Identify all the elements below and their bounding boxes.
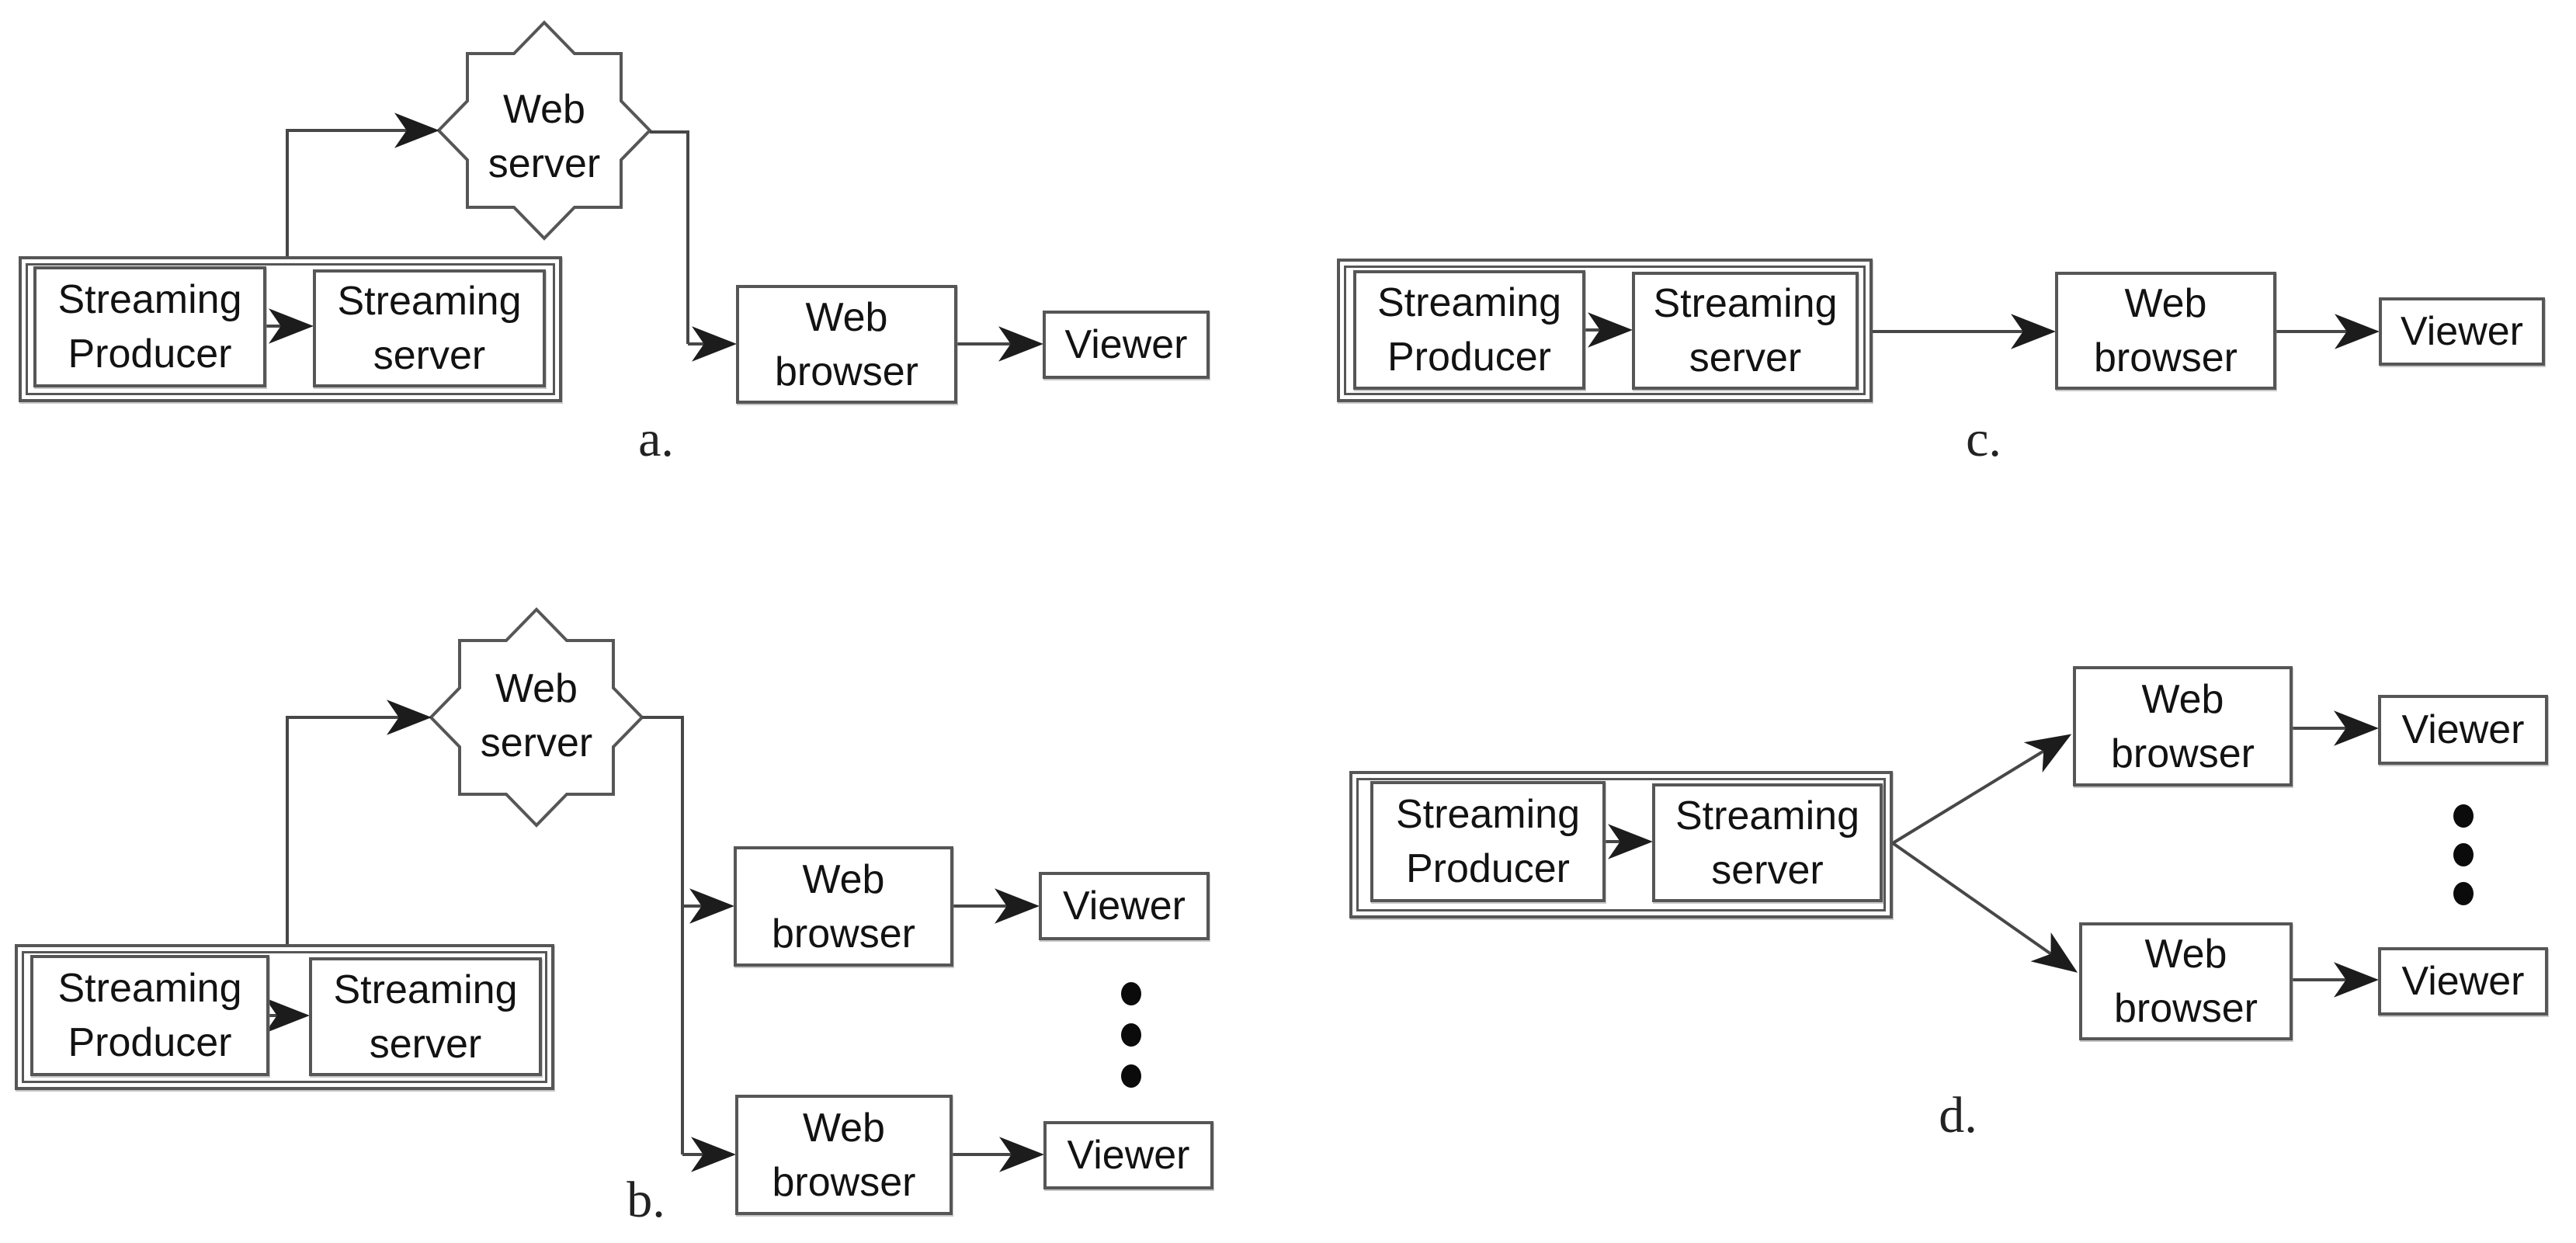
web-browser-box-b-bottom: Web browser bbox=[735, 1095, 953, 1215]
box-label-line: Producer bbox=[68, 1020, 232, 1065]
web-server-star-label-b: Web server bbox=[439, 661, 634, 770]
streaming-server-box-d: Streaming server bbox=[1652, 783, 1883, 902]
box-label-line: Streaming bbox=[1396, 792, 1580, 837]
box-label-line: Web bbox=[2124, 281, 2207, 326]
web-server-star-a bbox=[436, 20, 652, 241]
arrow-container-to-webserver-a bbox=[286, 113, 439, 256]
web-server-star-label-a: Web server bbox=[447, 82, 641, 191]
diagram-c-caption: c. bbox=[1966, 411, 2001, 467]
diagram-a-caption: a. bbox=[638, 411, 674, 467]
box-label-line: server bbox=[1711, 847, 1824, 893]
box-label-line: server bbox=[373, 333, 486, 378]
box-label-line: Viewer bbox=[1062, 884, 1186, 929]
box-label-line: Viewer bbox=[1064, 322, 1188, 367]
viewer-box-a: Viewer bbox=[1043, 311, 1210, 379]
arrow-container-to-browser2-d bbox=[1891, 842, 2078, 973]
box-label-line: Viewer bbox=[1067, 1133, 1190, 1178]
diagram-d-caption: d. bbox=[1939, 1087, 1977, 1144]
box-label-line: Producer bbox=[68, 332, 232, 377]
box-label-line: browser bbox=[2111, 731, 2255, 776]
box-label-line: Streaming bbox=[1675, 793, 1859, 839]
box-label-line: Web bbox=[805, 294, 888, 340]
ellipsis-dot bbox=[1121, 1023, 1141, 1047]
box-label-line: Streaming bbox=[57, 277, 242, 322]
diagram-b-caption: b. bbox=[627, 1172, 665, 1228]
box-label-line: browser bbox=[775, 349, 918, 394]
streaming-server-box-c: Streaming server bbox=[1632, 272, 1859, 390]
box-label-line: Web bbox=[2144, 932, 2227, 977]
box-label-line: server bbox=[1689, 335, 1802, 380]
box-label-line: Streaming bbox=[1377, 280, 1561, 325]
web-browser-box-d-bottom: Web browser bbox=[2079, 922, 2293, 1040]
ellipsis-dot bbox=[1121, 982, 1141, 1005]
web-browser-box-c: Web browser bbox=[2055, 272, 2276, 390]
streaming-producer-box-a: Streaming Producer bbox=[33, 266, 266, 387]
ellipsis-dot bbox=[2453, 843, 2474, 866]
streaming-server-box-b: Streaming server bbox=[309, 957, 542, 1076]
web-server-star-b bbox=[429, 607, 644, 828]
streaming-producer-box-b: Streaming Producer bbox=[30, 955, 269, 1076]
viewer-box-c: Viewer bbox=[2379, 297, 2545, 366]
box-label-line: Producer bbox=[1406, 846, 1570, 891]
ellipsis-dot bbox=[1121, 1064, 1141, 1088]
box-label-line: Streaming bbox=[337, 279, 522, 324]
viewer-box-b-bottom: Viewer bbox=[1043, 1121, 1213, 1189]
box-label-line: server bbox=[369, 1021, 482, 1067]
viewer-box-b-top: Viewer bbox=[1039, 872, 1210, 940]
box-label-line: Viewer bbox=[2401, 959, 2525, 1004]
box-label-line: Web bbox=[2141, 676, 2224, 722]
box-label-line: Streaming bbox=[1653, 281, 1838, 326]
arrow-container-to-webserver-b bbox=[286, 700, 432, 944]
star-label-line: Web bbox=[503, 87, 585, 132]
box-label-line: Producer bbox=[1387, 335, 1551, 380]
streaming-server-box-a: Streaming server bbox=[313, 269, 546, 387]
web-browser-box-d-top: Web browser bbox=[2073, 666, 2293, 786]
box-label-line: browser bbox=[2114, 986, 2258, 1031]
box-label-line: Web bbox=[803, 1105, 885, 1151]
connector-webserver-trunk-b bbox=[642, 716, 684, 1154]
connector-webserver-elbow-a bbox=[650, 130, 689, 344]
web-browser-box-b-top: Web browser bbox=[734, 846, 953, 967]
star-label-line: Web bbox=[495, 666, 578, 711]
box-label-line: browser bbox=[772, 911, 915, 957]
box-label-line: Streaming bbox=[57, 966, 242, 1011]
box-label-line: Web bbox=[802, 856, 885, 902]
ellipsis-dot bbox=[2453, 882, 2474, 905]
star-label-line: server bbox=[488, 141, 601, 186]
viewer-box-d-top: Viewer bbox=[2378, 695, 2548, 765]
arrow-container-to-browser1-d bbox=[1891, 734, 2072, 845]
streaming-producer-box-c: Streaming Producer bbox=[1353, 270, 1585, 390]
box-label-line: Viewer bbox=[2401, 707, 2525, 752]
streaming-producer-box-d: Streaming Producer bbox=[1370, 781, 1606, 902]
web-browser-box-a: Web browser bbox=[736, 285, 957, 404]
box-label-line: browser bbox=[2094, 335, 2238, 380]
box-label-line: Viewer bbox=[2400, 309, 2523, 354]
star-label-line: server bbox=[480, 720, 593, 766]
ellipsis-dot bbox=[2453, 804, 2474, 828]
box-label-line: browser bbox=[772, 1159, 916, 1205]
viewer-box-d-bottom: Viewer bbox=[2378, 947, 2548, 1016]
box-label-line: Streaming bbox=[333, 967, 518, 1012]
